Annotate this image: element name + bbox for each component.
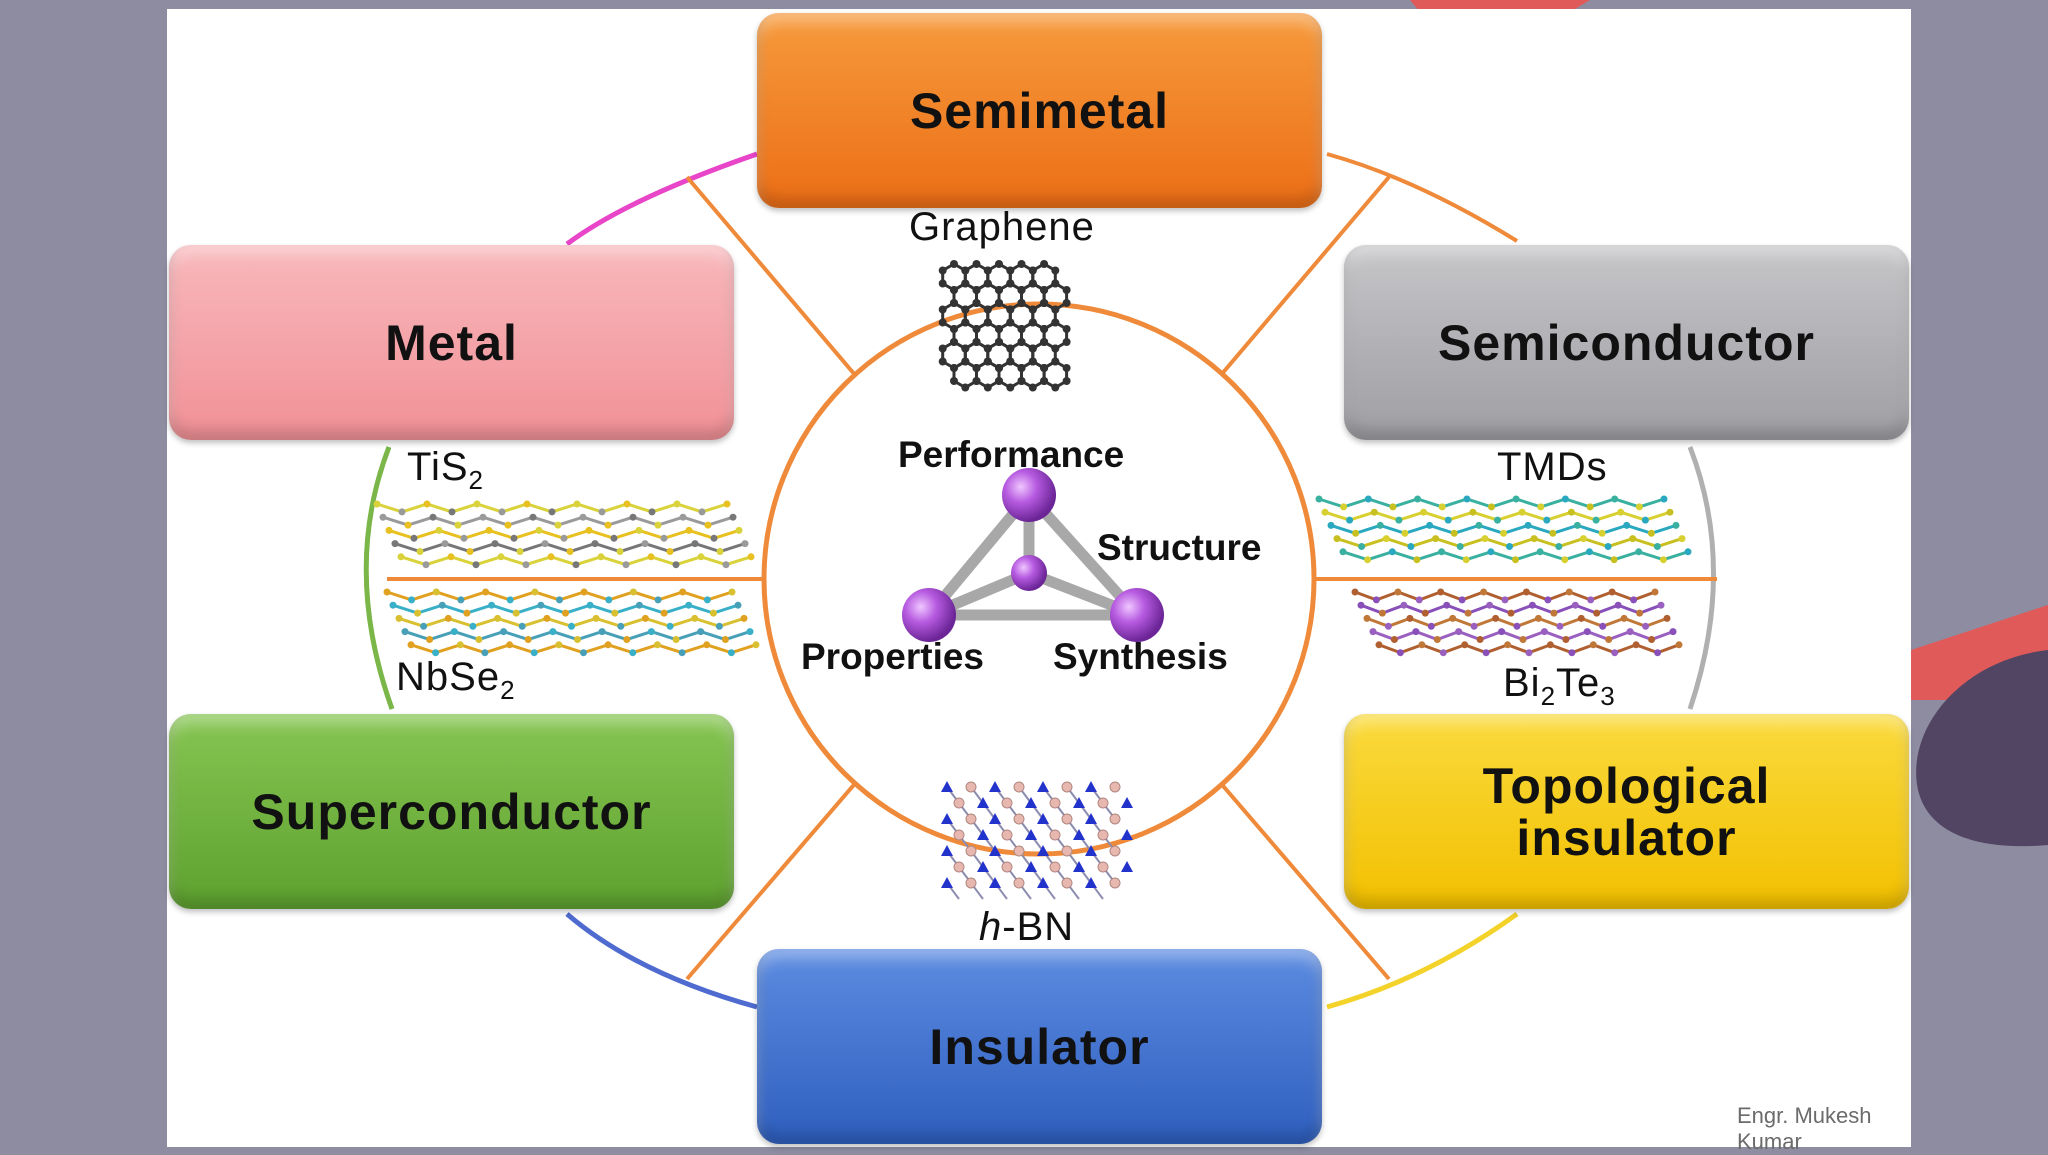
arc-blue	[565, 912, 758, 1010]
superconductor-box: Superconductor	[169, 714, 734, 909]
right-dark-blob	[1916, 650, 2048, 847]
bi2te3-label: Bi2Te3	[1503, 661, 1616, 711]
tmds-structure	[1315, 495, 1692, 564]
synthesis-label: Synthesis	[1053, 636, 1228, 677]
topological-insulator-box: Topological insulator	[1344, 714, 1909, 909]
author-credit: Engr. Mukesh Kumar	[1737, 1103, 1872, 1154]
arc-green	[363, 446, 395, 710]
superconductor-label: Superconductor	[251, 783, 652, 840]
semiconductor-label: Semiconductor	[1438, 314, 1815, 371]
slide-canvas: Semimetal Metal Semiconductor Supercondu…	[167, 9, 1911, 1154]
bi2te3-structure	[1351, 588, 1683, 657]
tis2-label: TiS2	[407, 445, 484, 495]
hbn-label: h-BN	[979, 905, 1075, 949]
arc-magenta	[565, 151, 758, 247]
metal-box: Metal	[169, 245, 734, 440]
insulator-box: Insulator	[757, 949, 1322, 1144]
semimetal-label: Semimetal	[909, 82, 1170, 139]
semiconductor-box: Semiconductor	[1344, 245, 1909, 440]
performance-label: Performance	[898, 434, 1125, 475]
sphere-left	[902, 588, 956, 642]
properties-label: Properties	[801, 636, 985, 677]
metal-label: Metal	[385, 314, 518, 371]
arc-yellow	[1326, 911, 1519, 1010]
tis2-structure	[373, 500, 755, 569]
sphere-center	[1011, 555, 1047, 591]
nbse2-structure	[383, 588, 760, 657]
sphere-top	[1002, 468, 1056, 522]
graphene-lattice	[938, 260, 1071, 392]
semimetal-box: Semimetal	[757, 13, 1322, 208]
graphene-label: Graphene	[909, 205, 1095, 249]
insulator-label: Insulator	[929, 1018, 1150, 1075]
arc-top-right	[1326, 152, 1519, 243]
tmds-label: TMDs	[1497, 445, 1608, 489]
nbse2-label: NbSe2	[396, 655, 516, 705]
arc-gray	[1687, 446, 1716, 710]
topological-label-line2: insulator	[1516, 809, 1737, 866]
structure-label: Structure	[1097, 527, 1262, 568]
topological-label-line1: Topological	[1482, 757, 1771, 814]
tetrahedron	[902, 468, 1164, 642]
hbn-lattice	[941, 781, 1133, 900]
sphere-right	[1110, 588, 1164, 642]
materials-diagram	[363, 151, 1717, 1010]
